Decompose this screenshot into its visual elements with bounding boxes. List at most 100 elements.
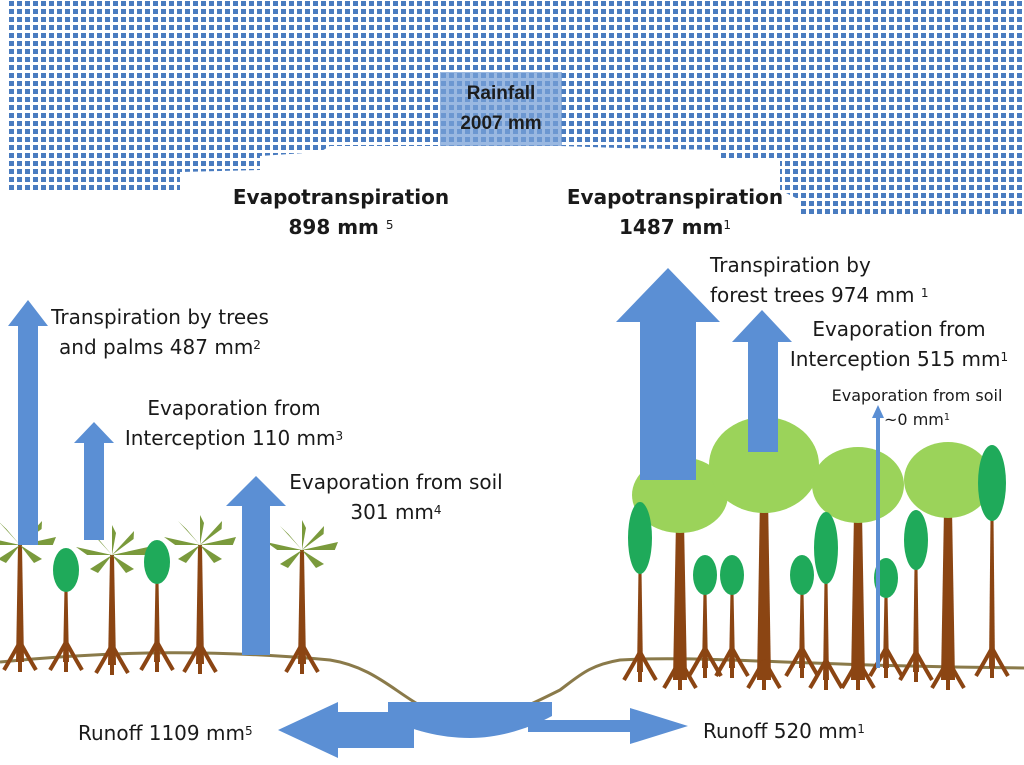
right-soil-arrowhead — [872, 405, 884, 418]
right-soil-label: Evaporation from soil ~0 mm1 — [812, 384, 1022, 432]
left-interception-line2: Interception 110 mm — [124, 426, 336, 450]
palm-1-trunk — [16, 545, 24, 662]
palm-3-leaf-3 — [200, 521, 222, 545]
left-soil-ref: 4 — [433, 502, 442, 517]
right-et-ref: 1 — [723, 217, 731, 232]
understory-tree-8-root-left — [974, 647, 994, 678]
right-runoff-text: Runoff 520 mm — [703, 719, 858, 743]
canopy-tree-2-root-left — [746, 659, 766, 690]
right-interception-label: Evaporation from Interception 515 mm1 — [778, 314, 1020, 374]
palm-3-leaf-low-left — [178, 545, 200, 563]
palm-3-leaf-low-right — [200, 545, 222, 563]
right-soil-line2-wrap: ~0 mm1 — [812, 408, 1022, 432]
right-interception-line2-wrap: Interception 515 mm1 — [778, 344, 1020, 374]
palm-4-leaf-low-left — [280, 550, 302, 568]
understory-tree-5-root-left — [808, 659, 828, 690]
rainfall-label: Rainfall — [466, 83, 536, 104]
understory-tree-5-trunk — [823, 580, 829, 680]
small-tree-1-crown — [53, 548, 79, 592]
left-et-label: Evapotranspiration 898 mm 5 — [228, 182, 454, 242]
left-transpiration-label: Transpiration by trees and palms 487 mm2 — [42, 302, 278, 362]
left-soil-line2-wrap: 301 mm4 — [278, 497, 514, 527]
right-et-value-line: 1487 mm1 — [562, 212, 788, 242]
right-transpiration-line2-wrap: forest trees 974 mm 1 — [710, 280, 960, 310]
canopy-tree-4-root-right — [946, 659, 966, 690]
left-soil-line2: 301 mm — [350, 500, 434, 524]
understory-tree-7-root-right — [914, 651, 934, 682]
canopy-tree-3-trunk — [851, 485, 865, 680]
rainfall-value: 2007 mm — [460, 113, 542, 134]
left-transpiration-line2-wrap: and palms 487 mm2 — [42, 332, 278, 362]
small-tree-2-root-right — [155, 641, 175, 672]
palm-4-root-left — [284, 643, 304, 674]
rainfall-box: Rainfall 2007 mm — [440, 72, 562, 146]
palm-4-leaf-2 — [302, 520, 306, 550]
palm-4-leaf-4 — [302, 542, 338, 550]
palm-4-leaf-1 — [280, 526, 302, 550]
understory-tree-1-crown — [628, 502, 652, 574]
left-soil-label: Evaporation from soil 301 mm4 — [278, 467, 514, 527]
left-transpiration-line2: and palms 487 mm — [59, 335, 254, 359]
understory-tree-8-root-right — [990, 647, 1010, 678]
canopy-tree-1-trunk — [673, 495, 687, 680]
canopy-tree-3-root-right — [856, 659, 876, 690]
small-tree-1-root-left — [48, 641, 68, 672]
left-et-ref: 5 — [385, 217, 394, 232]
small-tree-2-root-left — [139, 641, 159, 672]
right-runoff-label: Runoff 520 mm1 — [703, 716, 865, 746]
understory-tree-2-root-left — [687, 647, 707, 678]
canopy-tree-2-crown — [709, 417, 819, 513]
palm-4-leaf-3 — [302, 526, 324, 550]
runoff-left-arrow — [278, 702, 414, 758]
canopy-tree-1-root-left — [662, 659, 682, 690]
canopy-tree-2-root-right — [762, 659, 782, 690]
palm-3-leaf-1 — [178, 521, 200, 545]
runoff-right-arrow — [528, 708, 688, 744]
palm-1-leaf-low-right — [20, 545, 42, 563]
left-et-title: Evapotranspiration — [232, 185, 450, 209]
palm-1-root-right — [18, 641, 38, 672]
palm-4-leaf-low-right — [302, 550, 324, 568]
stream-water — [388, 702, 552, 738]
palm-2-leaf-4 — [112, 547, 148, 555]
palm-2-root-right — [110, 644, 130, 675]
left-soil-arrow — [226, 476, 286, 655]
understory-tree-7-trunk — [913, 566, 919, 672]
right-runoff-ref: 1 — [857, 721, 865, 736]
palm-2-trunk — [108, 555, 116, 665]
left-runoff-text: Runoff 1109 mm — [78, 721, 245, 745]
understory-tree-4-crown — [790, 555, 814, 595]
left-interception-arrow — [74, 422, 114, 540]
palm-2-leaf-low-left — [90, 555, 112, 573]
canopy-tree-4-root-left — [930, 659, 950, 690]
understory-tree-8-trunk — [989, 517, 995, 668]
palm-4-leaf-0 — [266, 542, 302, 550]
palm-3-root-left — [182, 643, 202, 674]
palm-3-leaf-2 — [200, 515, 204, 545]
right-interception-line2: Interception 515 mm — [789, 347, 1001, 371]
understory-tree-1-root-right — [638, 651, 658, 682]
small-tree-1-root-right — [64, 641, 84, 672]
canopy-tree-4-trunk — [941, 480, 955, 680]
right-interception-line1: Evaporation from — [812, 317, 986, 341]
right-transpiration-ref: 1 — [920, 285, 929, 300]
right-vegetation — [622, 417, 1010, 690]
right-soil-ref: 1 — [943, 412, 950, 424]
understory-tree-4-root-left — [784, 647, 804, 678]
understory-tree-7-crown — [904, 510, 928, 570]
small-tree-2-crown — [144, 540, 170, 584]
understory-tree-6-root-right — [884, 647, 904, 678]
left-runoff-ref: 5 — [244, 723, 253, 738]
left-transpiration-ref: 2 — [253, 337, 261, 352]
right-et-label: Evapotranspiration 1487 mm1 — [562, 182, 788, 242]
palm-3-leaf-0 — [164, 537, 200, 545]
right-soil-line2: ~0 mm — [884, 410, 944, 429]
understory-tree-5-crown — [814, 512, 838, 584]
left-interception-ref: 3 — [335, 428, 344, 443]
understory-tree-2-crown — [693, 555, 717, 595]
left-et-value: 898 mm — [288, 215, 379, 239]
understory-tree-2-root-right — [703, 647, 723, 678]
palm-2-leaf-2 — [112, 525, 116, 555]
right-et-title: Evapotranspiration — [566, 185, 784, 209]
